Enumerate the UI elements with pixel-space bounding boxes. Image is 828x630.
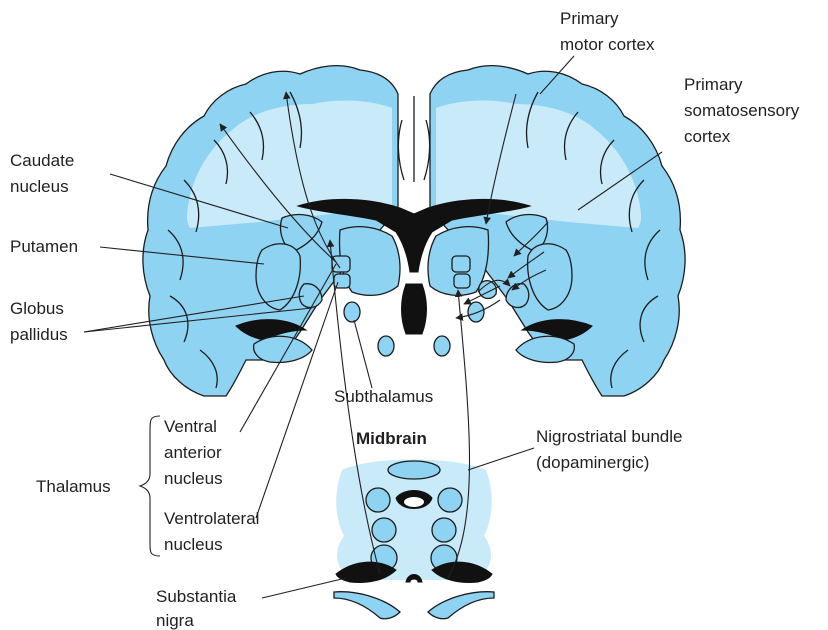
longitudinal-fissure [398,96,429,182]
left-cerebral-peduncle [334,592,400,619]
label-thalamus: Thalamus [36,477,111,496]
label-putamen: Putamen [10,237,78,256]
right-mammillary [434,336,450,356]
label-somato-1: Primary [684,75,743,94]
left-mammillary [378,336,394,356]
label-somato-2: somatosensory [684,101,800,120]
label-subthalamus: Subthalamus [334,387,433,406]
leader-subthalamus [354,320,372,388]
label-caudate-2: nucleus [10,177,69,196]
label-substantia-2: nigra [156,611,194,630]
midbrain-nucleus-3 [372,518,396,542]
left-subthalamus [344,302,360,322]
aqueduct-lumen [404,497,424,507]
right-cerebral-peduncle [428,592,494,619]
midbrain-nucleus-2 [438,488,462,512]
thalamus-brace [140,416,160,556]
label-ventral-anterior-1: Ventral [164,417,217,436]
label-ventrolateral-2: nucleus [164,535,223,554]
right-subthalamus [468,302,484,322]
label-nigrostriatal-1: Nigrostriatal bundle [536,427,682,446]
right-ventral-anterior-nucleus [452,256,470,272]
left-ventral-anterior-nucleus [332,256,350,272]
midbrain-nucleus-1 [366,488,390,512]
right-hippocampus [516,336,574,362]
label-substantia-1: Substantia [156,587,237,606]
leader-nigrostriatal [468,448,534,470]
label-primary-motor-1: Primary [560,9,619,28]
label-ventrolateral-1: Ventrolateral [164,509,259,528]
label-ventral-anterior-2: anterior [164,443,222,462]
third-ventricle [402,284,427,334]
label-primary-motor-2: motor cortex [560,35,655,54]
label-somato-3: cortex [684,127,731,146]
midbrain-top-nucleus [388,461,440,479]
left-hippocampus [254,336,312,362]
label-ventral-anterior-3: nucleus [164,469,223,488]
label-caudate-1: Caudate [10,151,74,170]
label-globus-2: pallidus [10,325,68,344]
label-midbrain: Midbrain [356,429,427,448]
label-nigrostriatal-2: (dopaminergic) [536,453,649,472]
right-ventrolateral-nucleus [454,274,470,288]
label-globus-1: Globus [10,299,64,318]
midbrain-nucleus-4 [432,518,456,542]
brain-coronal-section [143,66,685,396]
midbrain-section [334,460,494,619]
